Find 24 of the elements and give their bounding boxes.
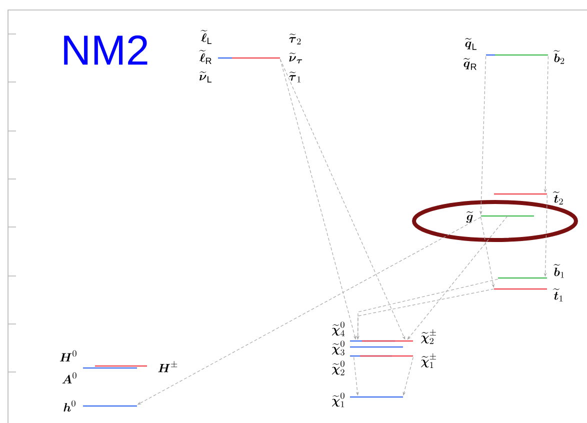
particle-label: $\boldsymbol{A}^{0}$ (62, 372, 76, 384)
particle-label: $\widetilde{\boldsymbol{\ell}}_{\mathrm{L}}$ (200, 30, 212, 44)
title: NM2 (64, 35, 148, 65)
particle-label: $\widetilde{\boldsymbol{q}}_{\mathrm{L}}$ (464, 38, 476, 50)
particle-label: $\widetilde{\boldsymbol{g}}$ (466, 211, 474, 223)
particle-label: $\widetilde{\boldsymbol{\nu}}_{\mathrm{L}}$ (200, 72, 212, 82)
particle-label: $\widetilde{\boldsymbol{\nu}}_{\boldsymbol{\tau}}$ (289, 52, 302, 64)
particle-label: $\widetilde{\boldsymbol{\ell}}_{\mathrm{R}}$ (199, 50, 212, 64)
particle-label: $\widetilde{\boldsymbol{\chi}}^{0}_{1}$ (332, 392, 344, 408)
particle-label: $\widetilde{\boldsymbol{q}}_{\mathrm{R}}$ (463, 58, 476, 70)
particle-label: $\widetilde{\boldsymbol{b}}_{2}$ (553, 50, 564, 64)
particle-label: $\boldsymbol{H}^{0}$ (60, 350, 76, 362)
particle-label: $\widetilde{\boldsymbol{\chi}}^{0}_{3}$ (332, 340, 344, 356)
particle-label: $\widetilde{\boldsymbol{b}}_{1}$ (553, 264, 564, 278)
particle-label: $\widetilde{\boldsymbol{\chi}}^{0}_{2}$ (332, 360, 344, 376)
particle-label: $\widetilde{\boldsymbol{t}}_{1}$ (552, 288, 563, 302)
particle-label: $\widetilde{\boldsymbol{\tau}}_{1}$ (289, 72, 300, 82)
particle-label: $\boldsymbol{h}^{0}$ (64, 400, 76, 412)
particle-label: $\widetilde{\boldsymbol{\chi}}^{0}_{4}$ (332, 322, 345, 336)
particle-label: $\widetilde{\boldsymbol{t}}_{2}$ (552, 192, 563, 204)
particle-label: $\boldsymbol{H}^{\pm}$ (158, 361, 178, 372)
particle-label: $\widetilde{\boldsymbol{\chi}}^{\pm}_{2}$ (421, 329, 436, 344)
particle-label: $\widetilde{\boldsymbol{\chi}}^{\pm}_{1}$ (421, 353, 436, 368)
particle-label: $\widetilde{\boldsymbol{\tau}}_{2}$ (289, 34, 301, 44)
